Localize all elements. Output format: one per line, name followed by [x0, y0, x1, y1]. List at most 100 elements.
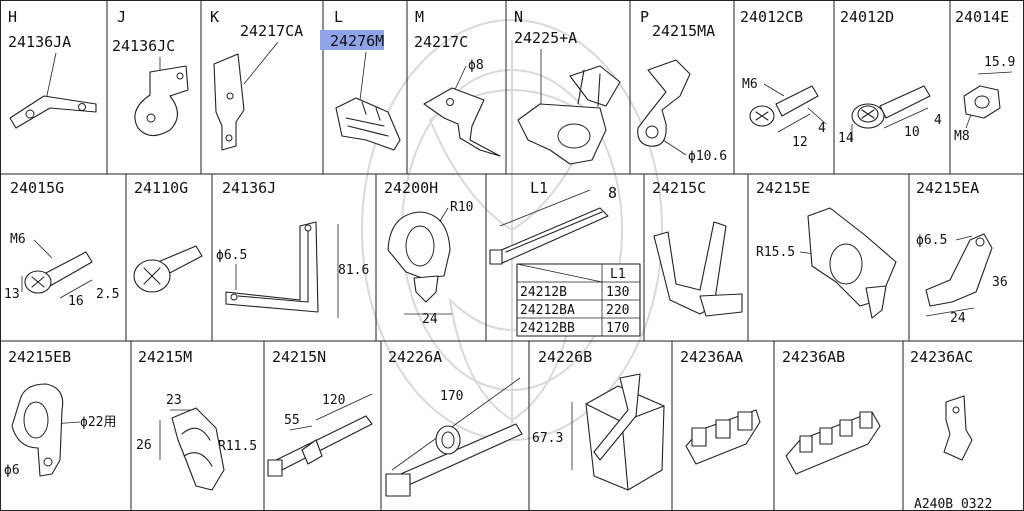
long-bracket-drawing [213, 53, 245, 151]
part-number: 24014E [955, 8, 1009, 26]
dimension-label: ϕ8 [468, 58, 484, 73]
part-number: 24012CB [740, 8, 803, 26]
cell-letter: L [334, 8, 343, 26]
dimension-label: 13 [4, 287, 20, 302]
part-number: 24215C [652, 179, 706, 197]
dimension-label: M6 [742, 77, 758, 92]
dimension-label: ϕ10.6 [688, 149, 727, 164]
table-cell: 24212BA [520, 303, 575, 318]
part-number: 24215MA [652, 22, 715, 40]
channel-clip-drawing [653, 221, 727, 315]
cell-24226b: 24226B 67.3 [532, 348, 665, 491]
dimension-label: R11.5 [218, 439, 257, 454]
dimension-label: M8 [954, 129, 970, 144]
bolt-drawing [775, 85, 819, 117]
part-number: 24226A [388, 348, 442, 366]
part-number: 24215EB [8, 348, 71, 366]
cell-24200h: 24200H R10 24 [384, 179, 473, 327]
cell-24226a: 24226A 170 [385, 348, 523, 497]
cell-24110g: 24110G [133, 179, 203, 293]
cell-24215ea: 24215EA ϕ6.5 36 24 [916, 179, 1008, 326]
part-number: 24110G [134, 179, 188, 197]
part-number: 24200H [384, 179, 438, 197]
cell-24215eb: 24215EB ϕ22用 ϕ6 [4, 348, 116, 478]
table-cell: 24212B [520, 285, 567, 300]
cell-24215c: 24215C [652, 179, 743, 317]
part-number: 24226B [538, 348, 592, 366]
dimension-label: 16 [68, 294, 84, 309]
part-number: 24215E [756, 179, 810, 197]
dimension-label: 4 [818, 121, 826, 136]
cell-letter: K [210, 8, 219, 26]
small-bracket-drawing [943, 395, 973, 461]
watermark-emblem [361, 19, 663, 441]
part-highlight [320, 30, 384, 50]
dimension-label: 2.5 [96, 287, 119, 302]
cell-j-24136jc: J 24136JC [112, 8, 189, 137]
dimension-label: 81.6 [338, 263, 369, 278]
part-number: 24217C [414, 33, 468, 51]
part-number: 24215N [272, 348, 326, 366]
part-number: 24136JC [112, 37, 175, 55]
dimension-label: R15.5 [756, 245, 795, 260]
part-number: 24236AA [680, 348, 743, 366]
part-number: 24136JA [8, 33, 71, 51]
cell-letter: M [415, 8, 424, 26]
clip-holder-drawing [335, 97, 401, 151]
diagram-code: A240B 0322 [914, 497, 992, 511]
part-number: 24215EA [916, 179, 979, 197]
double-clamp-drawing [171, 407, 225, 491]
cell-24215n: 24215N 55 120 [267, 348, 373, 477]
part-number: 24236AB [782, 348, 845, 366]
dimension-label: 14 [838, 131, 854, 146]
cell-24012cb: 24012CB M6 4 12 [740, 8, 827, 150]
cell-letter: J [117, 8, 126, 26]
tab-bracket-drawing [423, 87, 501, 157]
dimension-label: 170 [440, 389, 463, 404]
part-number: 24225+A [514, 29, 577, 47]
part-number: 24217CA [240, 22, 303, 40]
dimension-label: 26 [136, 438, 152, 453]
cell-letter: H [8, 8, 17, 26]
dimension-label: ϕ22用 [80, 415, 116, 430]
part-number: 24136J [222, 179, 276, 197]
cell-letter: P [640, 8, 649, 26]
angle-bracket-drawing [925, 233, 993, 307]
cell-h-24136ja: H 24136JA [8, 8, 97, 129]
part-number: 24276M [330, 32, 384, 50]
dimension-label: 12 [792, 135, 808, 150]
cell-24236aa: 24236AA [680, 348, 761, 465]
dimension-label: 55 [284, 413, 300, 428]
cell-24236ac: 24236AC [910, 348, 973, 461]
table-cell: 24212BB [520, 321, 575, 336]
dimension-label: R10 [450, 200, 473, 215]
clamp-drawing [637, 59, 691, 147]
dimension-label: ϕ6.5 [916, 233, 947, 248]
part-number: 24215M [138, 348, 192, 366]
dimension-label: 120 [322, 393, 345, 408]
dimension-label: ϕ6 [4, 463, 20, 478]
dimension-label: 67.3 [532, 431, 563, 446]
cell-24136j: 24136J ϕ6.5 81.6 [216, 179, 369, 318]
dimension-label: 24 [950, 311, 966, 326]
dimension-label: 23 [166, 393, 182, 408]
cell-l-24276m: L 24276M [320, 8, 401, 151]
cell-24236ab: 24236AB [782, 348, 881, 475]
cell-m-24217c: M 24217C ϕ8 [414, 8, 501, 157]
dimension-label: 4 [934, 113, 942, 128]
box-clip-drawing [585, 385, 665, 491]
dimension-label: L1 [530, 179, 548, 197]
cell-24215e: 24215E R15.5 [756, 179, 897, 319]
table-cell: 170 [606, 321, 629, 336]
part-number: 24236AC [910, 348, 973, 366]
part-number: 24015G [10, 179, 64, 197]
cell-k-24217ca: K 24217CA [210, 8, 303, 151]
cell-letter: N [514, 8, 523, 26]
dimension-label: ϕ6.5 [216, 248, 247, 263]
table-cell: 220 [606, 303, 629, 318]
table-header: L1 [610, 267, 626, 282]
cell-24012d: 24012D 14 10 4 [838, 8, 942, 146]
cell-p-24215ma: P 24215MA ϕ10.6 [637, 8, 727, 164]
length-table: L1 24212B 130 24212BA 220 24212BB 170 [516, 263, 641, 337]
